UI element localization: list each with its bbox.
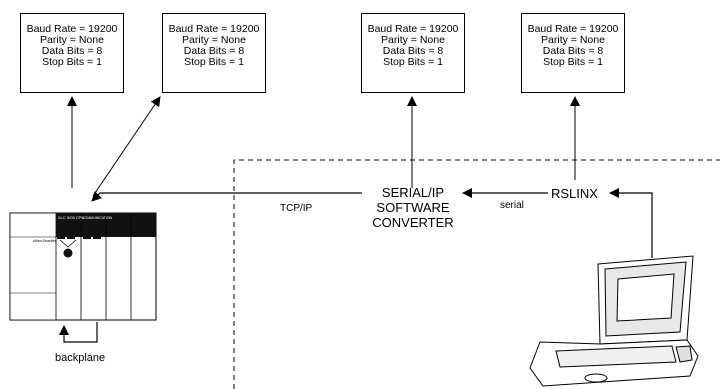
plc-brand: Allen-Bradley bbox=[33, 238, 57, 243]
converter-line-3: CONVERTER bbox=[372, 215, 454, 230]
stop-bits-text: Stop Bits = 1 bbox=[42, 56, 102, 68]
baud-rate-text: Baud Rate = 19200 bbox=[26, 23, 118, 35]
data-bits-text: Data Bits = 8 bbox=[382, 45, 444, 57]
pc-boundary bbox=[233, 159, 720, 389]
stop-bits-text: Stop Bits = 1 bbox=[543, 56, 603, 68]
backplane-arrow bbox=[59, 322, 98, 343]
baud-rate-text: Baud Rate = 19200 bbox=[367, 23, 459, 35]
parity-text: Parity = None bbox=[381, 34, 445, 46]
parity-text: Parity = None bbox=[182, 34, 246, 46]
laptop-icon bbox=[529, 255, 699, 387]
tcp-link-arrow bbox=[91, 191, 362, 202]
stop-bits-text: Stop Bits = 1 bbox=[184, 56, 244, 68]
config-box-2: Baud Rate = 19200 Parity = None Data Bit… bbox=[162, 13, 266, 93]
serial-ip-converter-label: SERIAL/IP SOFTWARE CONVERTER bbox=[364, 185, 462, 230]
rslinx-label: RSLINX bbox=[551, 186, 598, 201]
serial-label: serial bbox=[500, 200, 524, 211]
data-bits-text: Data Bits = 8 bbox=[41, 45, 103, 57]
baud-rate-text: Baud Rate = 19200 bbox=[168, 23, 260, 35]
stop-bits-text: Stop Bits = 1 bbox=[383, 56, 443, 68]
config-box-1: Baud Rate = 19200 Parity = None Data Bit… bbox=[20, 13, 124, 93]
plc-chassis bbox=[9, 212, 157, 321]
backplane-label: backplane bbox=[55, 352, 106, 364]
arrow-to-box-2 bbox=[92, 96, 161, 197]
config-box-4: Baud Rate = 19200 Parity = None Data Bit… bbox=[521, 13, 625, 93]
data-bits-text: Data Bits = 8 bbox=[183, 45, 245, 57]
laptop-link-arrow bbox=[609, 188, 653, 258]
parity-text: Parity = None bbox=[40, 34, 104, 46]
converter-line-2: SOFTWARE bbox=[376, 200, 450, 215]
plc-module2-title: COMMUNICATION bbox=[82, 216, 113, 220]
converter-line-1: SERIAL/IP bbox=[381, 185, 445, 200]
data-bits-text: Data Bits = 8 bbox=[542, 45, 604, 57]
tcp-ip-label: TCP/IP bbox=[280, 203, 313, 214]
plc-module-title: SLC 5/05 CPU bbox=[58, 215, 84, 220]
config-box-3: Baud Rate = 19200 Parity = None Data Bit… bbox=[361, 13, 465, 93]
baud-rate-text: Baud Rate = 19200 bbox=[527, 23, 619, 35]
parity-text: Parity = None bbox=[541, 34, 605, 46]
